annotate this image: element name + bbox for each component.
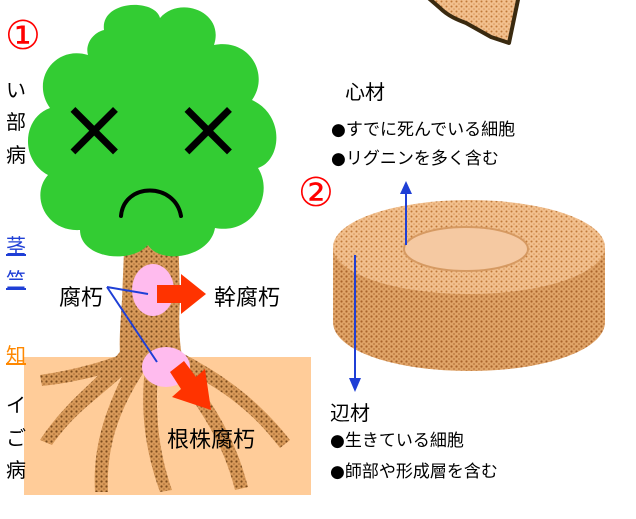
log-pointer-lines [349,181,412,392]
edge-fragment: い [6,78,26,102]
marker-one: ① [5,13,41,59]
sapwood-title: 辺材 [330,401,370,425]
decay-pointer-lines [106,286,158,363]
tree-foliage [27,4,277,257]
edge-fragment: ご [6,426,26,450]
trunk-decay-label: 幹腐朽 [214,286,281,311]
root-decay-label: 根株腐朽 [167,428,256,453]
left-eye-cross: × [59,79,130,177]
decay-label: 腐朽 [59,286,104,311]
edge-fragment-link: 知 [6,343,26,367]
edge-fragment: イ [6,393,26,417]
wood-piece-cropped [427,0,521,45]
sapwood-bullet-1: ●生きている細胞 [330,431,464,451]
edge-fragment: 部 [6,110,26,134]
edge-fragment-link: 竺 [6,268,26,292]
trunk-decay-arrow [157,274,206,314]
heartwood-bullet-2: ●リグニンを多く含む [331,149,499,169]
sapwood-bullet-2: ●師部や形成層を含む [330,462,498,482]
edge-fragment: 病 [6,458,26,482]
log-cross-section [333,200,605,371]
heartwood-bullet-1: ●すでに死んでいる細胞 [331,120,516,140]
root-decay-arrow [170,361,211,410]
heartwood-ring [403,226,529,272]
right-eye-cross: × [173,79,244,177]
frown-mouth [119,188,183,218]
marker-two: ② [298,170,334,216]
edge-fragment: 病 [6,143,26,167]
edge-fragment-link: 茎 [6,234,26,258]
heartwood-title: 心材 [345,80,385,104]
